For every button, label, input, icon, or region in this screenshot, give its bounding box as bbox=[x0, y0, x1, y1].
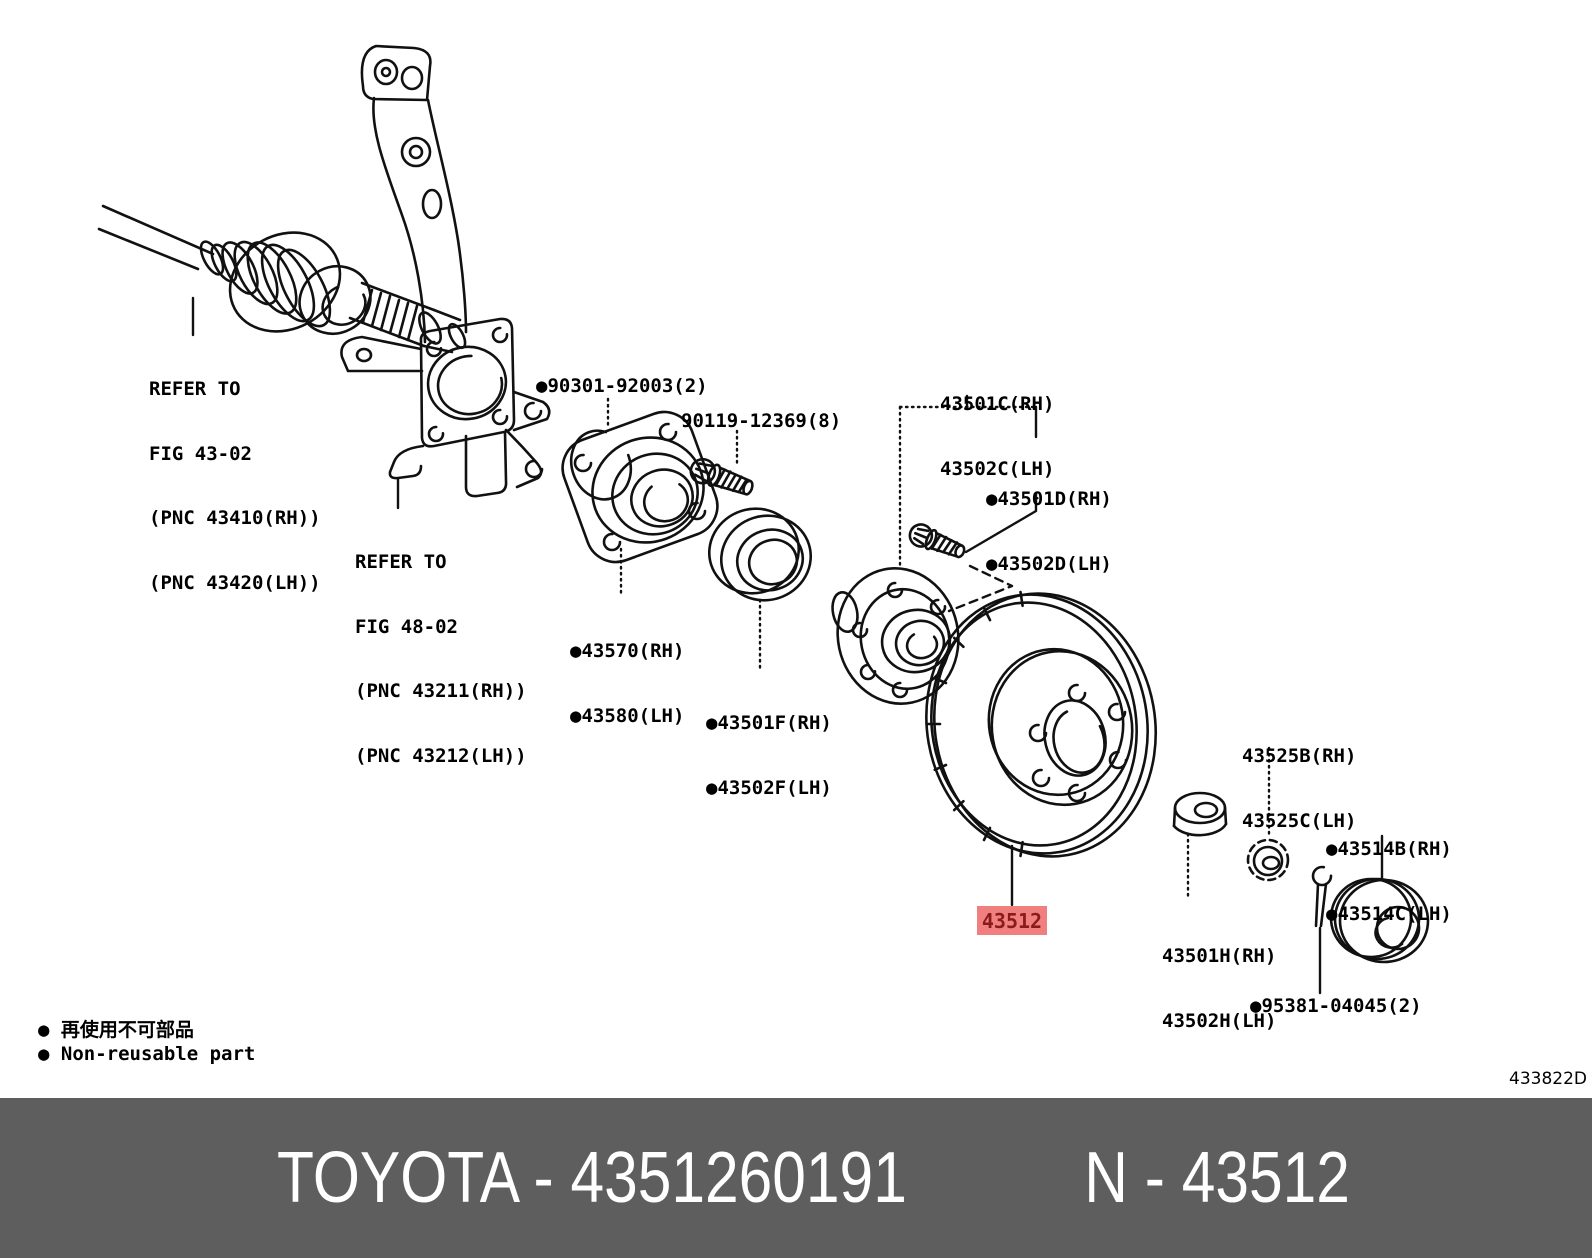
nut-lock-cage-drawing bbox=[1246, 838, 1290, 882]
label-line: 43501C(RH) bbox=[940, 393, 1055, 415]
label-line: 43502H(LH) bbox=[1162, 1009, 1277, 1032]
label-line: ●43570(RH) bbox=[570, 640, 685, 662]
label-line: 43501H(RH) bbox=[1162, 945, 1277, 967]
cotter-pin-drawing bbox=[1311, 865, 1333, 928]
label-line: ●43502D(LH) bbox=[986, 552, 1112, 575]
label-line: ●43514C(LH) bbox=[1326, 902, 1452, 925]
label-part-90119-12369: 90119-12369(8) bbox=[681, 410, 842, 432]
label-line: (PNC 43410(RH)) bbox=[149, 507, 321, 529]
legend-non-reusable-en: ● Non-reusable part bbox=[38, 1043, 256, 1065]
label-line: REFER TO bbox=[355, 551, 447, 573]
label-line: 43502C(LH) bbox=[940, 457, 1055, 480]
cv-axle-drawing bbox=[97, 204, 467, 354]
label-line: 43525C(LH) bbox=[1242, 809, 1357, 832]
label-line: ●43502F(LH) bbox=[706, 776, 832, 799]
selected-part-label-43512[interactable]: 43512 bbox=[977, 906, 1047, 935]
brake-disc-drawing bbox=[925, 590, 1158, 858]
label-line: FIG 48-02 bbox=[355, 615, 458, 638]
label-part-43501C: 43501C(RH) 43502C(LH) bbox=[940, 351, 1054, 523]
label-part-43501F: ●43501F(RH) ●43502F(LH) bbox=[706, 670, 832, 842]
label-part-43525B: 43525B(RH) 43525C(LH) bbox=[1242, 703, 1356, 875]
parts-diagram bbox=[97, 44, 1430, 995]
label-line: (PNC 43211(RH)) bbox=[355, 680, 527, 702]
label-line: 43525B(RH) bbox=[1242, 745, 1357, 767]
footer-part-number: TOYOTA - 4351260191 bbox=[276, 1138, 907, 1218]
label-line: ●43501F(RH) bbox=[706, 712, 832, 734]
label-part-90301-92003: ●90301-92003(2) bbox=[536, 375, 708, 397]
footer-pnc: N - 43512 bbox=[1084, 1138, 1350, 1218]
label-part-43514B: ●43514B(RH) ●43514C(LH) bbox=[1326, 796, 1452, 968]
grease-cap-drawing bbox=[1329, 877, 1430, 964]
steering-knuckle-drawing bbox=[340, 44, 551, 498]
label-line: (PNC 43420(LH)) bbox=[149, 571, 321, 594]
leader-lines bbox=[191, 296, 1384, 995]
label-line: REFER TO bbox=[149, 378, 241, 400]
footer-bar: TOYOTA - 4351260191 N - 43512 bbox=[0, 1098, 1592, 1258]
label-line: FIG 43-02 bbox=[149, 442, 252, 465]
lock-nut-drawing bbox=[1172, 791, 1228, 837]
legend-non-reusable-jp: ● 再使用不可部品 bbox=[38, 1019, 194, 1041]
axle-hub-drawing bbox=[831, 567, 960, 705]
label-part-43501H: 43501H(RH) 43502H(LH) bbox=[1162, 903, 1276, 1075]
label-line: ●43501D(RH) bbox=[986, 488, 1112, 510]
seal-ring-drawing bbox=[707, 507, 813, 602]
label-part-43501D: ●43501D(RH) ●43502D(LH) bbox=[986, 446, 1112, 618]
label-refer-fig-48-02: REFER TO FIG 48-02 (PNC 43211(RH)) (PNC … bbox=[355, 509, 527, 810]
label-line: ●43514B(RH) bbox=[1326, 838, 1452, 860]
label-line: ●43580(LH) bbox=[570, 704, 685, 727]
stud-bolt-drawing bbox=[908, 523, 966, 559]
hub-bolt-drawing bbox=[689, 457, 754, 496]
figure-code: 433822D bbox=[1509, 1069, 1587, 1089]
label-refer-fig-43-02: REFER TO FIG 43-02 (PNC 43410(RH)) (PNC … bbox=[149, 336, 321, 637]
label-line: (PNC 43212(LH)) bbox=[355, 744, 527, 767]
label-part-43570: ●43570(RH) ●43580(LH) bbox=[570, 598, 684, 770]
label-part-95381-04045: ●95381-04045(2) bbox=[1250, 995, 1422, 1017]
